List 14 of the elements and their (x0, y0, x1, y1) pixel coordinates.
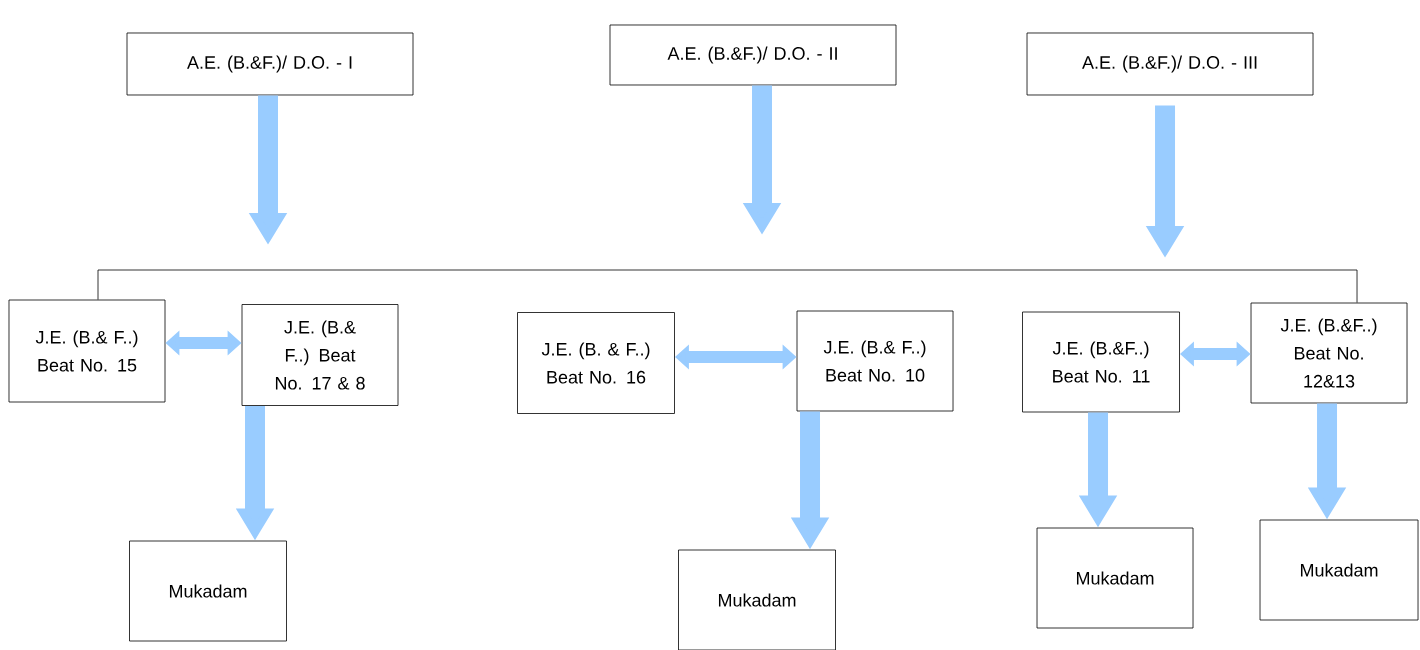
org-box: A.E. (B.&F.)/ D.O. - III (1026, 32, 1314, 96)
org-box: Mukadam (1259, 519, 1419, 621)
org-box: J.E. (B.&F..) Beat No. 11 (1022, 311, 1180, 413)
org-box: Mukadam (1036, 527, 1194, 629)
org-box: J.E. (B.&F..) Beat No. 12&13 (1250, 302, 1408, 404)
connector-line (97, 269, 1358, 303)
org-box: Mukadam (678, 549, 836, 650)
org-box: J.E. (B.& F..) Beat No. 15 (8, 299, 166, 403)
org-box: A.E. (B.&F.)/ D.O. - II (609, 24, 897, 86)
org-box: Mukadam (129, 540, 287, 642)
org-box: A.E. (B.&F.)/ D.O. - I (126, 32, 414, 96)
org-box: J.E. (B.& F..) Beat No. 10 (796, 310, 954, 412)
org-box: J.E. (B. & F..) Beat No. 16 (517, 312, 675, 414)
org-box: J.E. (B.& F..) Beat No. 17 & 8 (241, 304, 399, 406)
